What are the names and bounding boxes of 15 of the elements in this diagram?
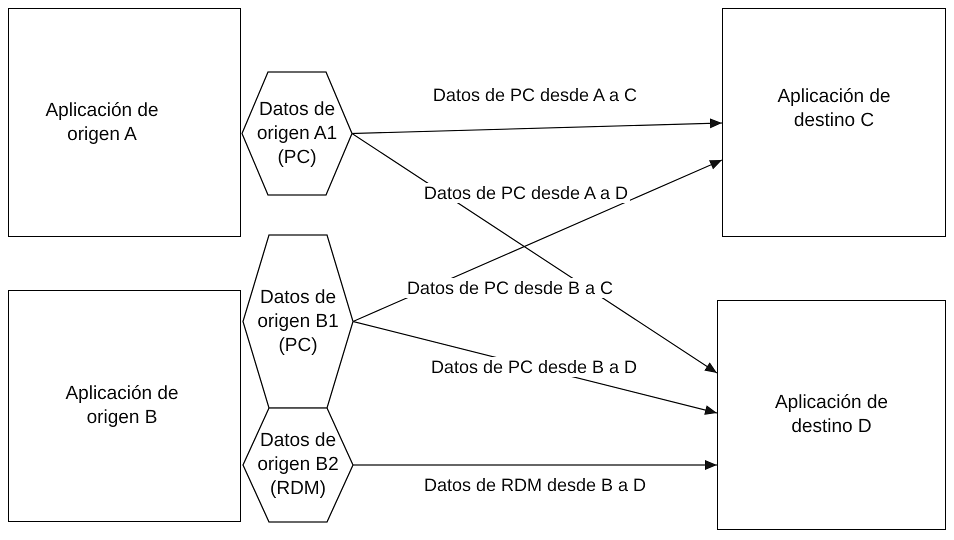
application-box [722, 8, 946, 237]
node-text: Aplicación de origen B [64, 382, 180, 430]
node-text: Datos de origen A1 (PC) [256, 98, 338, 170]
application-box [717, 300, 946, 530]
arrow [352, 118, 722, 134]
arrow [352, 159, 722, 322]
data-hexagon [243, 235, 353, 408]
edge-label: Datos de PC desde B a C [404, 278, 616, 298]
node-text: Datos de origen B1 (PC) [256, 286, 340, 358]
node-text: Datos de origen B2 (RDM) [256, 429, 340, 501]
node-text: Aplicación de destino C [776, 84, 892, 132]
node-text: Aplicación de origen A [44, 98, 160, 146]
node-text: Aplicación de destino D [774, 391, 890, 439]
arrow [353, 460, 717, 470]
data-hexagon [243, 408, 353, 522]
